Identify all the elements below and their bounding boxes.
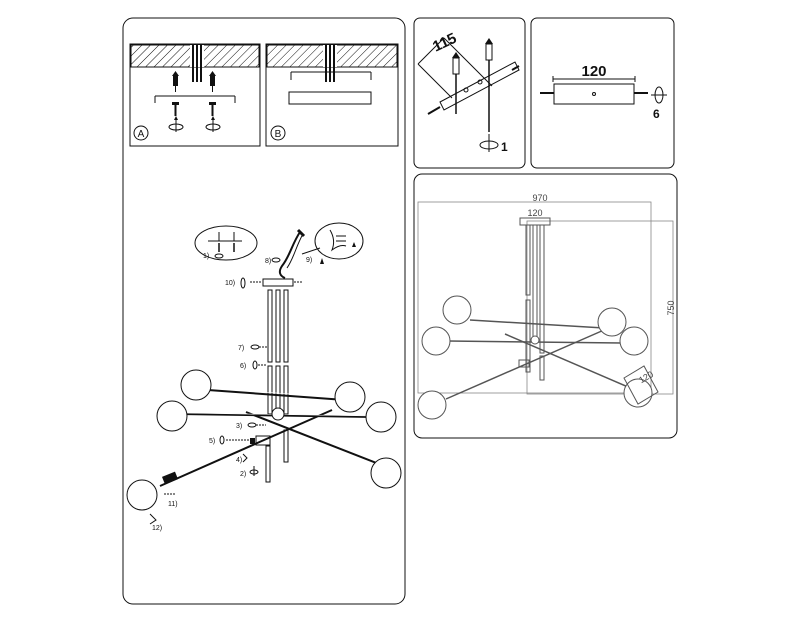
arm-end-connector — [162, 471, 178, 485]
detail-b: B — [265, 43, 399, 147]
rotate-icon — [651, 86, 667, 104]
step-3-label: 3) — [236, 423, 242, 430]
step-9-label: 9) — [306, 257, 312, 264]
step-11-label: 11) — [168, 501, 178, 508]
anchor-bolt-icon — [452, 52, 460, 114]
globe-bulb — [365, 401, 397, 433]
suspension-rods — [265, 289, 289, 483]
globe-bulbs — [126, 369, 402, 511]
step-10-label: 10) — [225, 280, 235, 287]
anchor-bolt-icon — [485, 38, 493, 132]
fixture-drawing — [417, 224, 659, 420]
rotate-icon — [479, 134, 499, 152]
canopy-step-label: 6 — [653, 107, 660, 121]
screw-icon — [172, 102, 179, 116]
assembly-panel: A B 1) — [122, 17, 406, 605]
canopy-width-dimension: 120 — [527, 208, 542, 218]
width-dimension: 970 — [532, 193, 547, 203]
step-1-label: 1) — [203, 253, 209, 260]
globe-bulb — [334, 381, 366, 413]
step-12-label: 12) — [152, 525, 162, 532]
wall-anchor-icon — [209, 71, 216, 92]
mount-detail-panel: 115 1 — [413, 17, 526, 169]
globe-bulb — [156, 400, 188, 432]
step-5-label: 5) — [209, 438, 215, 445]
step-6-label: 6) — [240, 363, 246, 370]
canopy — [250, 278, 303, 287]
globe-bulb — [126, 479, 158, 511]
callout-bubble-right — [301, 222, 364, 260]
globe-bulb — [370, 457, 402, 489]
step-8-label: 8) — [265, 258, 271, 265]
screw-icon — [209, 102, 216, 116]
step-2-label: 2) — [240, 471, 246, 478]
detail-a-label: A — [138, 129, 145, 140]
wall-anchor-icon — [172, 71, 179, 92]
step-4-label: 4) — [236, 457, 242, 464]
canopy-dimension-label: 120 — [581, 63, 606, 80]
detail-b-label: B — [275, 129, 282, 140]
rotate-icon — [205, 116, 221, 132]
canopy-detail-panel: 120 6 — [530, 17, 675, 169]
height-dimension: 750 — [666, 300, 676, 315]
mount-step-label: 1 — [501, 140, 508, 154]
detail-a: A — [129, 43, 261, 147]
mount-dimension-label: 115 — [430, 30, 459, 56]
wiring — [278, 228, 306, 279]
step-7-label: 7) — [238, 345, 244, 352]
rotate-icon — [168, 116, 184, 132]
globe-dimension: 120 — [637, 369, 655, 385]
callout-bubble-left — [194, 225, 258, 261]
globe-bulb — [180, 369, 212, 401]
dimensions-panel: 970 120 750 120 — [413, 173, 678, 439]
